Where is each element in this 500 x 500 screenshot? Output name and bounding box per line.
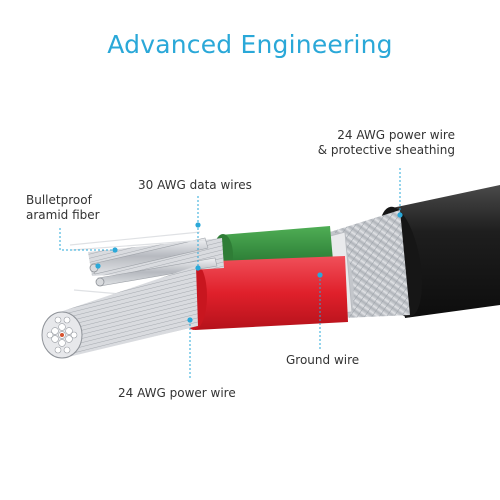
label-power-wire-sheathing: 24 AWG power wire & protective sheathing bbox=[300, 128, 455, 158]
leader-aramid bbox=[59, 228, 115, 251]
label-ground-wire: Ground wire bbox=[286, 353, 360, 367]
label-data-wires: 30 AWG data wires bbox=[138, 178, 252, 192]
label-aramid-fiber-line1: Bulletproof bbox=[26, 193, 92, 207]
marker-data-wire-2 bbox=[195, 265, 201, 271]
label-power-wire-sheathing-line1: 24 AWG power wire bbox=[337, 128, 455, 142]
label-power-wire: 24 AWG power wire bbox=[118, 386, 236, 400]
label-aramid-fiber-line2: aramid fiber bbox=[26, 208, 100, 222]
page-title: Advanced Engineering bbox=[107, 30, 393, 59]
marker-power bbox=[187, 317, 193, 323]
marker-aramid-2 bbox=[95, 263, 101, 269]
marker-ground bbox=[317, 272, 323, 278]
label-power-wire-sheathing-line2: & protective sheathing bbox=[317, 143, 455, 157]
marker-aramid-1 bbox=[112, 247, 118, 253]
label-aramid-fiber: Bulletproof aramid fiber bbox=[26, 193, 100, 223]
marker-power-sheath bbox=[397, 212, 403, 218]
power-wire-conductor bbox=[41, 266, 198, 359]
marker-data-wire-1 bbox=[195, 222, 201, 228]
thin-data-wires bbox=[89, 237, 218, 287]
